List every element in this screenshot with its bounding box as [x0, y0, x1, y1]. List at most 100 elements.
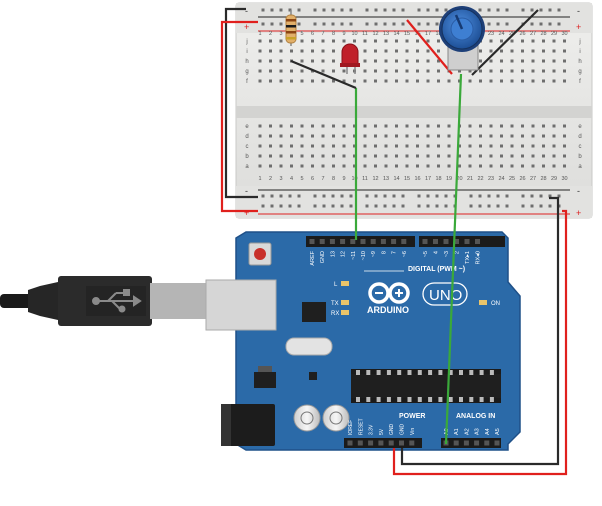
breadboard-hole[interactable] [363, 164, 367, 168]
breadboard-hole[interactable] [521, 124, 524, 128]
wire-black-pot[interactable] [471, 9, 539, 76]
breadboard-hole[interactable] [552, 144, 556, 148]
rail-hole[interactable] [279, 22, 283, 26]
rail-hole[interactable] [478, 204, 482, 208]
breadboard-hole[interactable] [458, 69, 461, 73]
breadboard-hole[interactable] [500, 154, 503, 158]
breadboard-hole[interactable] [311, 79, 314, 83]
breadboard-hole[interactable] [290, 79, 293, 83]
breadboard-hole[interactable] [510, 144, 514, 148]
breadboard-hole[interactable] [332, 39, 335, 43]
breadboard-hole[interactable] [416, 79, 419, 83]
usb-cable[interactable] [0, 276, 277, 331]
breadboard-hole[interactable] [258, 134, 262, 138]
digital-pin-socket[interactable] [380, 239, 386, 244]
breadboard-hole[interactable] [311, 59, 314, 63]
breadboard-hole[interactable] [437, 39, 440, 43]
breadboard-hole[interactable] [374, 39, 377, 43]
breadboard-hole[interactable] [258, 144, 262, 148]
breadboard-hole[interactable] [374, 154, 377, 158]
breadboard-hole[interactable] [500, 124, 503, 128]
breadboard-hole[interactable] [269, 49, 272, 53]
breadboard-hole[interactable] [489, 69, 493, 73]
breadboard-hole[interactable] [300, 59, 304, 63]
rail-hole[interactable] [435, 22, 439, 26]
breadboard-hole[interactable] [269, 79, 272, 83]
breadboard-hole[interactable] [542, 39, 545, 43]
breadboard-hole[interactable] [437, 69, 440, 73]
breadboard-hole[interactable] [353, 164, 356, 168]
breadboard-hole[interactable] [542, 164, 545, 168]
rail-hole[interactable] [297, 194, 301, 198]
breadboard-hole[interactable] [552, 154, 556, 158]
breadboard-hole[interactable] [321, 124, 325, 128]
breadboard-hole[interactable] [395, 39, 398, 43]
digital-pin-socket[interactable] [360, 239, 366, 244]
breadboard-hole[interactable] [405, 69, 409, 73]
breadboard-hole[interactable] [269, 69, 272, 73]
breadboard-hole[interactable] [437, 124, 440, 128]
breadboard-hole[interactable] [395, 154, 398, 158]
breadboard-hole[interactable] [521, 134, 524, 138]
breadboard-hole[interactable] [395, 144, 398, 148]
breadboard-hole[interactable] [395, 59, 398, 63]
breadboard-hole[interactable] [363, 49, 367, 53]
breadboard-hole[interactable] [290, 124, 293, 128]
rail-hole[interactable] [270, 8, 274, 12]
breadboard-hole[interactable] [531, 154, 535, 158]
breadboard-hole[interactable] [447, 79, 451, 83]
breadboard-hole[interactable] [405, 39, 409, 43]
breadboard-hole[interactable] [426, 49, 430, 53]
breadboard-hole[interactable] [542, 144, 545, 148]
breadboard-hole[interactable] [489, 79, 493, 83]
breadboard-hole[interactable] [332, 59, 335, 63]
breadboard-hole[interactable] [269, 124, 272, 128]
breadboard-hole[interactable] [531, 49, 535, 53]
rail-hole[interactable] [279, 194, 283, 198]
rail-hole[interactable] [313, 194, 317, 198]
breadboard-hole[interactable] [321, 154, 325, 158]
breadboard-hole[interactable] [363, 124, 367, 128]
rail-hole[interactable] [426, 8, 430, 12]
breadboard-hole[interactable] [395, 79, 398, 83]
breadboard-hole[interactable] [437, 154, 440, 158]
breadboard-hole[interactable] [510, 154, 514, 158]
breadboard-hole[interactable] [405, 154, 409, 158]
rail-hole[interactable] [374, 8, 378, 12]
breadboard-hole[interactable] [563, 79, 566, 83]
breadboard-hole[interactable] [321, 39, 325, 43]
breadboard-hole[interactable] [332, 79, 335, 83]
breadboard-hole[interactable] [479, 154, 482, 158]
rail-hole[interactable] [279, 8, 283, 12]
breadboard-hole[interactable] [510, 59, 514, 63]
breadboard-hole[interactable] [321, 49, 325, 53]
rail-hole[interactable] [383, 194, 387, 198]
rail-hole[interactable] [261, 8, 265, 12]
breadboard-hole[interactable] [258, 154, 262, 158]
digital-pin-socket[interactable] [340, 239, 346, 244]
breadboard-hole[interactable] [563, 154, 566, 158]
breadboard-hole[interactable] [416, 124, 419, 128]
breadboard-hole[interactable] [395, 49, 398, 53]
breadboard-hole[interactable] [384, 124, 388, 128]
rail-hole[interactable] [487, 194, 491, 198]
rail-hole[interactable] [557, 194, 561, 198]
breadboard-hole[interactable] [552, 69, 556, 73]
digital-pin-socket[interactable] [401, 239, 407, 244]
breadboard-hole[interactable] [426, 144, 430, 148]
breadboard-hole[interactable] [405, 144, 409, 148]
rail-hole[interactable] [496, 22, 500, 26]
breadboard-hole[interactable] [279, 59, 283, 63]
rail-hole[interactable] [530, 22, 534, 26]
rail-hole[interactable] [288, 8, 292, 12]
rail-hole[interactable] [496, 8, 500, 12]
breadboard-hole[interactable] [258, 164, 262, 168]
wire-black-left-rail[interactable] [224, 7, 258, 199]
rail-hole[interactable] [261, 22, 265, 26]
rail-hole[interactable] [349, 22, 353, 26]
breadboard-hole[interactable] [342, 134, 346, 138]
breadboard-hole[interactable] [332, 154, 335, 158]
breadboard-hole[interactable] [300, 144, 304, 148]
rail-hole[interactable] [557, 8, 561, 12]
breadboard-hole[interactable] [479, 164, 482, 168]
